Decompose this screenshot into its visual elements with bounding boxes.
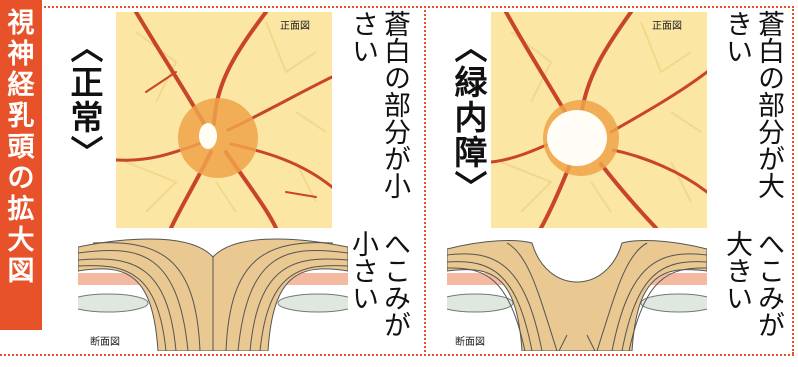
cross-section-label-glaucoma: 断面図 bbox=[455, 337, 485, 348]
cross-section-normal bbox=[78, 238, 348, 351]
condition-label-normal: 〈正常〉 bbox=[65, 30, 104, 170]
fundus-view-label-glaucoma: 正面図 bbox=[652, 21, 682, 32]
cup-description-normal: へこみが小さい bbox=[347, 230, 410, 338]
condition-label-glaucoma: 〈緑内障〉 bbox=[449, 30, 488, 205]
cross-section-label-normal: 断面図 bbox=[90, 337, 120, 348]
cross-section-glaucoma bbox=[447, 240, 707, 351]
frame-border-bottom bbox=[0, 354, 794, 356]
fundus-view-label-normal: 正面図 bbox=[280, 21, 310, 32]
panel-divider bbox=[424, 10, 426, 352]
fundus-glaucoma bbox=[491, 12, 707, 228]
fundus-normal bbox=[116, 12, 332, 228]
pallor-description-glaucoma: 蒼白の部分が大きい bbox=[721, 10, 784, 199]
frame-border-top bbox=[44, 6, 794, 8]
title-tab: 視神経乳頭の拡大図 bbox=[0, 0, 42, 330]
diagram-title: 視神経乳頭の拡大図 bbox=[7, 8, 35, 287]
frame-border-right bbox=[792, 6, 794, 354]
pallor-description-normal: 蒼白の部分が小さい bbox=[347, 10, 410, 199]
cup-description-glaucoma: へこみが大きい bbox=[721, 230, 784, 338]
